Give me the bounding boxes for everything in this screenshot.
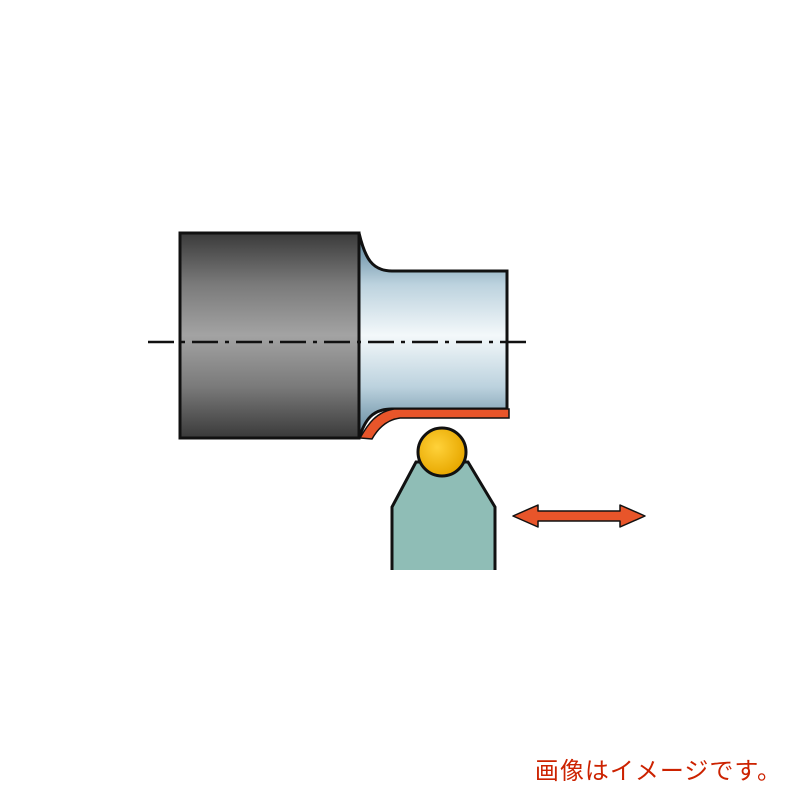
round-insert — [416, 426, 468, 478]
image-disclaimer-caption: 画像はイメージです。 — [534, 757, 782, 785]
workpiece-large-section — [178, 231, 361, 440]
tool-holder — [390, 460, 497, 570]
feed-direction-arrow-icon — [512, 504, 646, 528]
cut-layer — [358, 408, 510, 440]
workpiece-small-section — [357, 232, 509, 439]
